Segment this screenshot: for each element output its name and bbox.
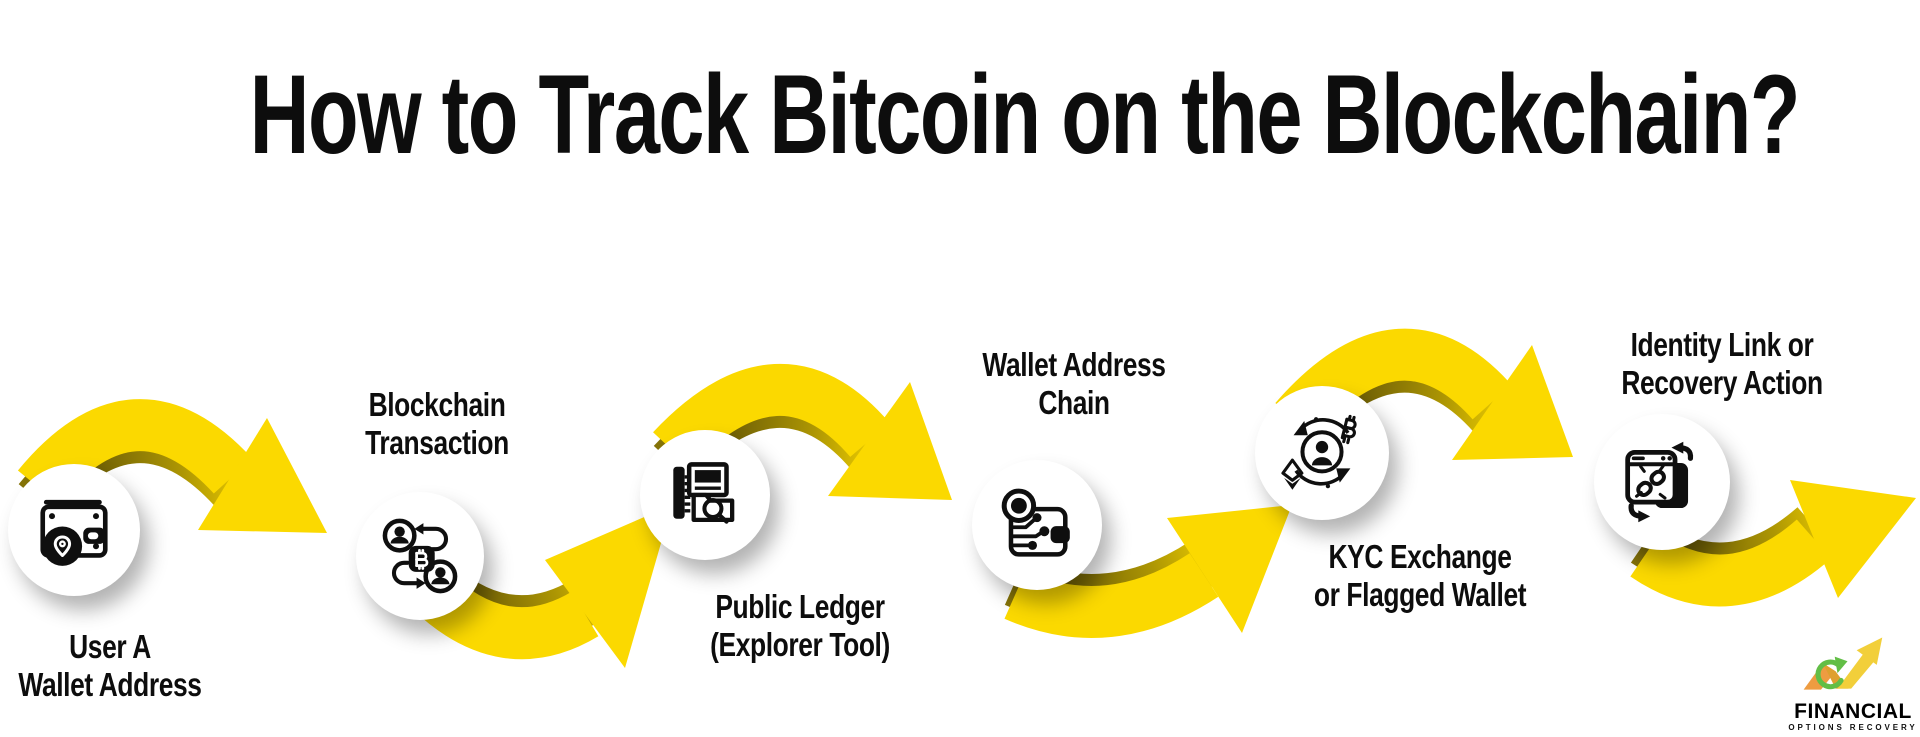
- identity-link-icon: [1625, 441, 1694, 523]
- step-5-label: KYC Exchange or Flagged Wallet: [1310, 538, 1529, 614]
- growth-arrow-logo-icon: [1803, 637, 1883, 690]
- step-3-label-line1: Public Ledger: [715, 588, 885, 625]
- step-2-label-line1: Blockchain: [368, 386, 506, 423]
- wallet-location-icon: [40, 499, 108, 566]
- wallet-address-chain-icon: [1001, 488, 1070, 557]
- step-6-label: Identity Link or Recovery Action: [1612, 326, 1831, 402]
- brand-logo: FINANCIAL OPTIONS RECOVERY: [1788, 632, 1918, 733]
- logo-tagline-text: OPTIONS RECOVERY: [1788, 723, 1918, 732]
- step-6-label-line1: Identity Link or: [1630, 326, 1814, 363]
- kyc-exchange-icon: [1281, 414, 1357, 490]
- flow-arrow-4: [1004, 505, 1292, 638]
- step-3-circle: [640, 430, 770, 560]
- step-6-circle: [1594, 414, 1730, 550]
- step-4-circle: [972, 460, 1102, 590]
- flow-arrow-6: [1630, 480, 1916, 607]
- page-title: How to Track Bitcoin on the Blockchain?: [249, 52, 1801, 177]
- step-3-label: Public Ledger (Explorer Tool): [696, 588, 904, 664]
- public-ledger-explorer-icon: [673, 462, 735, 524]
- step-2-label: Blockchain Transaction: [341, 386, 533, 462]
- step-1-circle: [8, 464, 140, 596]
- step-2-label-line2: Transaction: [365, 424, 509, 461]
- step-4-label-line2: Chain: [1038, 384, 1110, 421]
- step-2-circle: [356, 492, 484, 620]
- step-5-label-line2: or Flagged Wallet: [1313, 576, 1527, 613]
- step-3-label-line2: (Explorer Tool): [710, 626, 890, 663]
- step-1-label: User A Wallet Address: [6, 628, 214, 704]
- logo-brand-text: FINANCIAL: [1794, 700, 1912, 723]
- step-1-label-line2: Wallet Address: [18, 666, 202, 703]
- bitcoin-transaction-icon: [382, 518, 458, 594]
- step-5-label-line1: KYC Exchange: [1328, 538, 1512, 575]
- step-4-label: Wallet Address Chain: [970, 346, 1178, 422]
- step-1-label-line1: User A: [69, 628, 151, 665]
- step-4-label-line1: Wallet Address: [982, 346, 1166, 383]
- step-6-label-line2: Recovery Action: [1621, 364, 1823, 401]
- step-5-circle: [1255, 386, 1389, 520]
